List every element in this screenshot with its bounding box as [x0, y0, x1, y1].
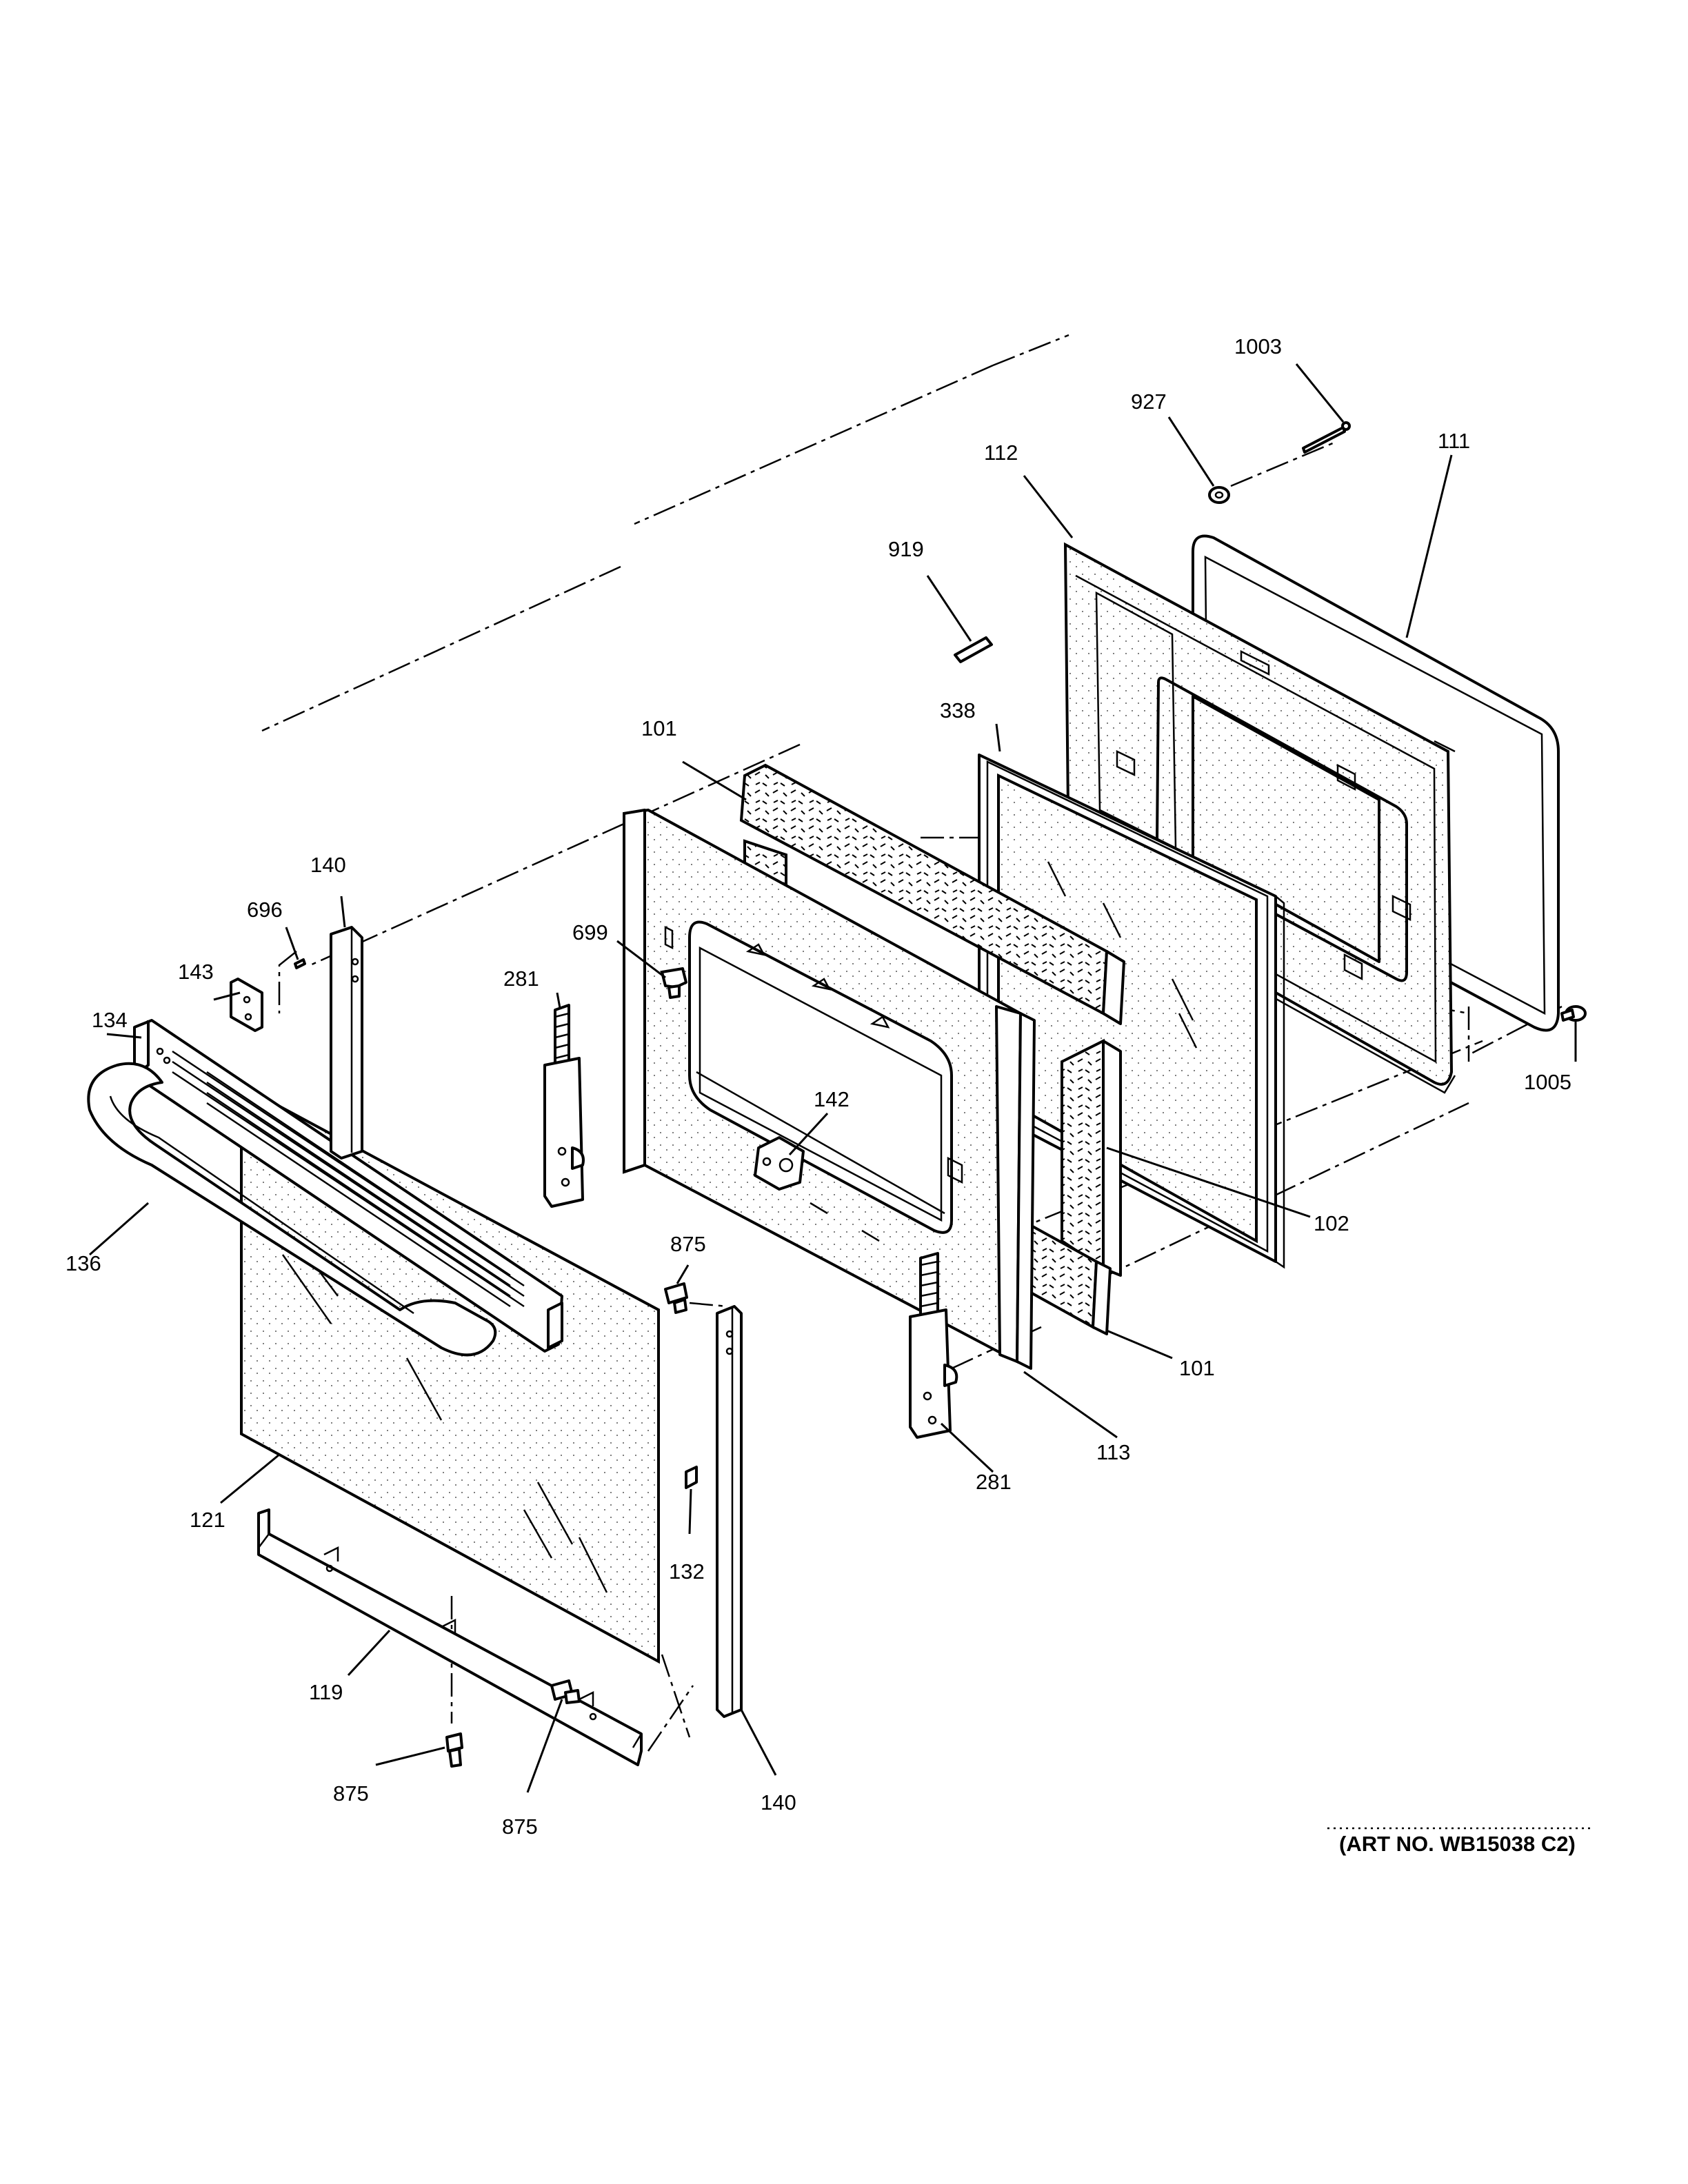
outer-door-glass: [240, 1083, 660, 1664]
label-875-bottom: 875: [502, 1814, 538, 1839]
label-338: 338: [940, 698, 976, 722]
door-bottom-trim: [257, 1508, 643, 1766]
label-142: 142: [814, 1087, 850, 1111]
label-102: 102: [1314, 1211, 1349, 1235]
trim-bracket: [230, 978, 263, 1032]
label-281-top: 281: [503, 967, 539, 991]
door-side-trim-right: [716, 1305, 743, 1718]
label-281-bottom: 281: [976, 1470, 1012, 1494]
door-side-trim-left: [330, 926, 363, 1160]
label-140-bottom: 140: [761, 1790, 796, 1814]
label-119: 119: [309, 1680, 343, 1704]
label-919: 919: [888, 537, 924, 561]
screw-875-left: [445, 1732, 463, 1768]
door-frame: [623, 808, 1036, 1370]
washer-927: [1208, 486, 1230, 504]
screw-875-mid: [664, 1282, 688, 1314]
screw-699: [661, 967, 687, 999]
label-112: 112: [984, 441, 1018, 465]
label-134: 134: [92, 1008, 128, 1032]
door-hinge-lower: [909, 1252, 958, 1439]
label-121: 121: [190, 1508, 225, 1532]
screw-696: [294, 958, 306, 969]
label-136: 136: [66, 1251, 101, 1275]
label-140-top: 140: [310, 853, 346, 877]
label-101-bottom: 101: [1179, 1356, 1215, 1380]
callout-labels: 1003 927 112 111 919 338 101 140 696 699…: [66, 334, 1571, 1839]
label-927: 927: [1131, 390, 1167, 414]
label-1005: 1005: [1524, 1070, 1571, 1094]
label-132: 132: [669, 1559, 705, 1584]
screw-1003: [1302, 421, 1351, 454]
label-699: 699: [572, 920, 608, 944]
door-latch-bracket: [754, 1136, 805, 1191]
label-875-left: 875: [333, 1781, 369, 1806]
plug-919: [954, 636, 993, 663]
screw-1005: [1560, 1005, 1587, 1022]
door-handle: [87, 1062, 497, 1357]
label-696: 696: [247, 898, 283, 922]
door-hinge-upper: [543, 1004, 585, 1208]
label-875-mid: 875: [670, 1232, 706, 1256]
label-113: 113: [1096, 1440, 1130, 1464]
label-143: 143: [178, 960, 214, 984]
label-101-top: 101: [641, 716, 677, 740]
leader-lines: [89, 363, 1577, 1793]
art-number: (ART NO. WB15038 C2): [1339, 1832, 1576, 1856]
label-1003: 1003: [1234, 334, 1282, 358]
label-111: 111: [1438, 429, 1470, 453]
screw-875-bottom: [550, 1679, 581, 1704]
clip: [685, 1466, 698, 1489]
